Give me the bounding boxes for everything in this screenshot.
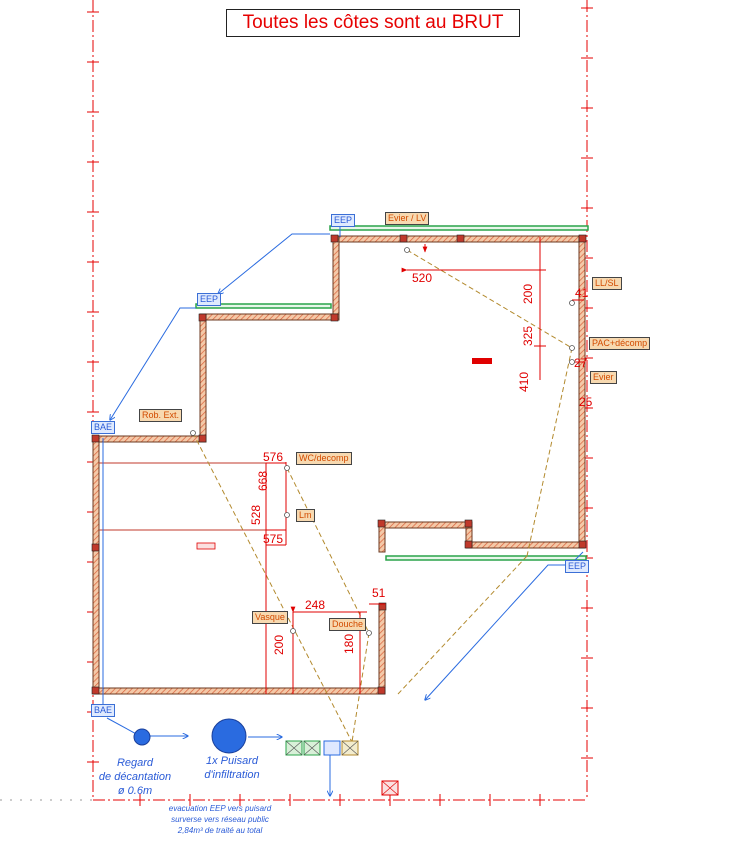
inspection-boxes <box>285 740 399 796</box>
wc-decomp-tag: WC/decomp <box>296 452 352 465</box>
dim-520: 520 <box>412 271 433 285</box>
dim-27: 27 <box>574 356 588 370</box>
vasque-tag: Vasque <box>252 611 288 624</box>
puisard-line-2: d'infiltration <box>204 769 260 781</box>
dim-528: 528 <box>249 504 263 525</box>
douche-tag: Douche <box>329 618 367 631</box>
evier-tag: Evier <box>590 371 617 384</box>
regard-decantation <box>133 728 151 746</box>
evier-lv-tag: Evier / LV <box>385 212 430 225</box>
eep-tag-top: EEP <box>331 214 356 227</box>
evac-line-2: surverse vers réseau public <box>171 815 269 824</box>
dim-575: 575 <box>263 532 284 546</box>
dim-200-right: 200 <box>521 283 535 304</box>
connection-points <box>190 247 575 636</box>
puisard-line-1: 1x Puisard <box>206 755 258 767</box>
puisard-note: 1x Puisard d'infiltration <box>190 754 274 782</box>
evac-line-3: 2,84m³ de traité au total <box>177 826 263 835</box>
dim-325: 325 <box>521 325 535 346</box>
eep-tag-mid: EEP <box>197 293 222 306</box>
room-markers <box>196 358 492 550</box>
pac-decomp-tag: PAC+décomp <box>589 337 651 350</box>
regard-line-2: de décantation <box>98 771 172 783</box>
page-title: Toutes les côtes sont au BRUT <box>226 9 520 37</box>
dim-25: 25 <box>579 395 593 409</box>
regard-note: Regard de décantation ø 0.6m <box>92 756 178 798</box>
regard-line-1: Regard <box>116 757 154 769</box>
bae-tag-bottom: BAE <box>91 704 116 717</box>
evac-line-1: evacuation EEP vers puisard <box>168 804 272 813</box>
ll-sl-tag: LL/SL <box>592 277 622 290</box>
rob-ext-tag: Rob. Ext. <box>139 409 183 422</box>
evacuation-note: evacuation EEP vers puisard surverse ver… <box>150 803 290 836</box>
lm-tag: Lm <box>296 509 315 522</box>
dim-410: 410 <box>517 371 531 392</box>
dim-41: 41 <box>575 286 589 300</box>
eep-tag-right: EEP <box>565 560 590 573</box>
slope-lines <box>192 249 573 743</box>
dim-248: 248 <box>305 598 326 612</box>
boundary-ticks <box>87 7 593 806</box>
dim-180: 180 <box>342 633 356 654</box>
roof-gutters <box>195 225 589 561</box>
dim-51: 51 <box>372 586 386 600</box>
wall-posts <box>91 234 587 695</box>
dim-576: 576 <box>263 450 284 464</box>
bae-tag-top: BAE <box>91 421 116 434</box>
puisard-infiltration <box>211 718 247 754</box>
regard-line-3: ø 0.6m <box>117 785 153 797</box>
dimension-lines <box>265 237 584 694</box>
dim-668: 668 <box>256 470 270 491</box>
dim-200-left: 200 <box>272 634 286 655</box>
